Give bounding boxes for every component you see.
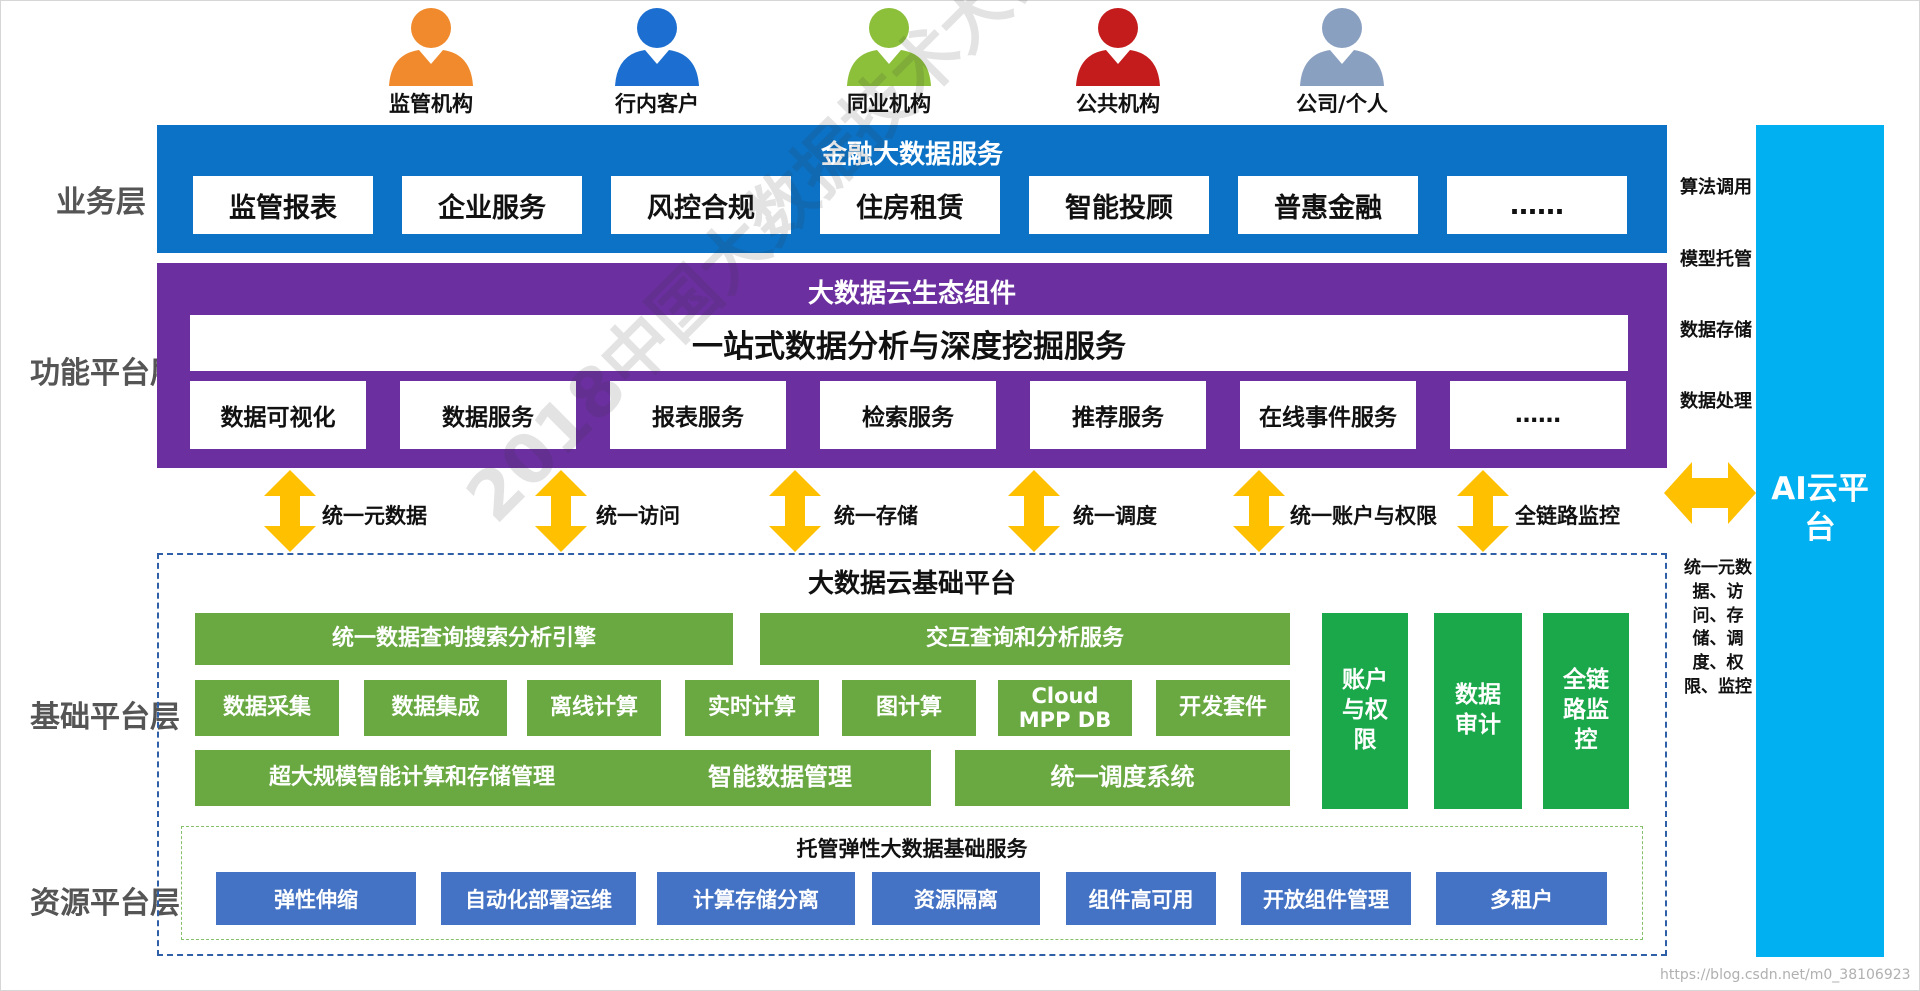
base-row3-item: 超大规模智能计算和存储管理 [195, 750, 629, 806]
arrow-label: 统一存储 [834, 504, 918, 528]
person-icon [1300, 8, 1384, 86]
base-row2-item: 开发套件 [1156, 680, 1290, 736]
function-item: …… [1450, 381, 1626, 449]
double-arrow-icon [769, 470, 821, 552]
double-arrow-icon [535, 470, 587, 552]
business-item: 风控合规 [611, 176, 791, 234]
function-item: 数据可视化 [190, 381, 366, 449]
function-item: 检索服务 [820, 381, 996, 449]
resource-item: 自动化部署运维 [441, 872, 636, 925]
user-peer-institution: 同业机构 [829, 4, 949, 118]
resource-item: 开放组件管理 [1241, 872, 1411, 925]
function-layer: 大数据云生态组件 一站式数据分析与深度挖掘服务 数据可视化 数据服务 报表服务 … [157, 263, 1667, 468]
arrow-label: 全链路监控 [1515, 504, 1620, 528]
base-row2-item: 离线计算 [527, 680, 661, 736]
user-label: 同业机构 [847, 92, 931, 116]
person-icon [1076, 8, 1160, 86]
base-row3-item: 智能数据管理 [629, 750, 931, 806]
double-arrow-icon [1008, 470, 1060, 552]
person-icon [847, 8, 931, 86]
user-label: 行内客户 [615, 92, 699, 116]
arrow-label: 统一元数据 [322, 504, 427, 528]
base-right-item-full-link-monitoring: 全链路监控 [1543, 613, 1629, 809]
user-regulator: 监管机构 [371, 4, 491, 118]
base-row2-item: 实时计算 [685, 680, 819, 736]
user-internal-client: 行内客户 [597, 4, 717, 118]
layer-label-resource: 资源平台层 [30, 886, 180, 921]
resource-item: 计算存储分离 [657, 872, 855, 925]
function-wide-service: 一站式数据分析与深度挖掘服务 [190, 315, 1628, 371]
resource-item: 组件高可用 [1066, 872, 1216, 925]
base-title: 大数据云基础平台 [807, 569, 1016, 599]
business-item: …… [1447, 176, 1627, 234]
function-item: 报表服务 [610, 381, 786, 449]
side-capability: 算法调用 [1680, 177, 1752, 198]
user-label: 公共机构 [1076, 92, 1160, 116]
arrow-label: 统一账户与权限 [1290, 504, 1437, 528]
user-public-institution: 公共机构 [1058, 4, 1178, 118]
base-row2-item: 数据集成 [364, 680, 507, 736]
base-row2-item: 图计算 [842, 680, 976, 736]
function-item: 在线事件服务 [1240, 381, 1416, 449]
arrow-label: 统一访问 [596, 504, 680, 528]
side-unified-list: 统一元数据、访问、存储、调度、权限、监控 [1684, 558, 1752, 697]
base-row1-item: 统一数据查询搜索分析引擎 [195, 613, 733, 665]
function-item: 数据服务 [400, 381, 576, 449]
resource-item: 弹性伸缩 [216, 872, 416, 925]
side-capability: 数据存储 [1680, 320, 1752, 341]
base-platform-box [157, 553, 1667, 956]
double-arrow-icon [264, 470, 316, 552]
business-item: 监管报表 [193, 176, 373, 234]
user-company-individual: 公司/个人 [1282, 4, 1402, 118]
business-item: 住房租赁 [820, 176, 1000, 234]
ai-cloud-platform-label: AI云平台 [1771, 471, 1869, 546]
business-item: 企业服务 [402, 176, 582, 234]
person-icon [615, 8, 699, 86]
layer-label-function: 功能平台层 [30, 356, 180, 391]
base-row2-item: 数据采集 [195, 680, 339, 736]
base-row1-item: 交互查询和分析服务 [760, 613, 1290, 665]
resource-title: 托管弹性大数据基础服务 [796, 837, 1028, 861]
side-capability: 数据处理 [1680, 391, 1752, 412]
person-icon [389, 8, 473, 86]
arrow-label: 统一调度 [1073, 504, 1157, 528]
base-right-item-data-audit: 数据审计 [1434, 613, 1522, 809]
resource-item: 资源隔离 [872, 872, 1040, 925]
layer-label-business: 业务层 [56, 185, 146, 220]
horizontal-double-arrow-icon [1664, 462, 1756, 524]
base-row3-item: 统一调度系统 [955, 750, 1290, 806]
business-title: 金融大数据服务 [820, 140, 1003, 170]
double-arrow-icon [1233, 470, 1285, 552]
side-capability: 模型托管 [1680, 249, 1752, 270]
ai-cloud-platform-bar [1756, 125, 1884, 957]
base-row2-item-cloud-mpp-db: Cloud MPP DB [998, 680, 1132, 736]
resource-item: 多租户 [1436, 872, 1607, 925]
business-item: 智能投顾 [1029, 176, 1209, 234]
layer-label-base: 基础平台层 [30, 700, 180, 735]
user-label: 监管机构 [389, 92, 473, 116]
source-credit: https://blog.csdn.net/m0_38106923 [1660, 967, 1911, 983]
resource-box [181, 826, 1643, 940]
double-arrow-icon [1457, 470, 1509, 552]
base-right-item-account-permission: 账户与权限 [1322, 613, 1408, 809]
business-item: 普惠金融 [1238, 176, 1418, 234]
business-layer: 金融大数据服务 监管报表 企业服务 风控合规 住房租赁 智能投顾 普惠金融 …… [157, 125, 1667, 253]
function-title: 大数据云生态组件 [807, 279, 1016, 309]
function-item: 推荐服务 [1030, 381, 1206, 449]
user-label: 公司/个人 [1296, 92, 1388, 116]
